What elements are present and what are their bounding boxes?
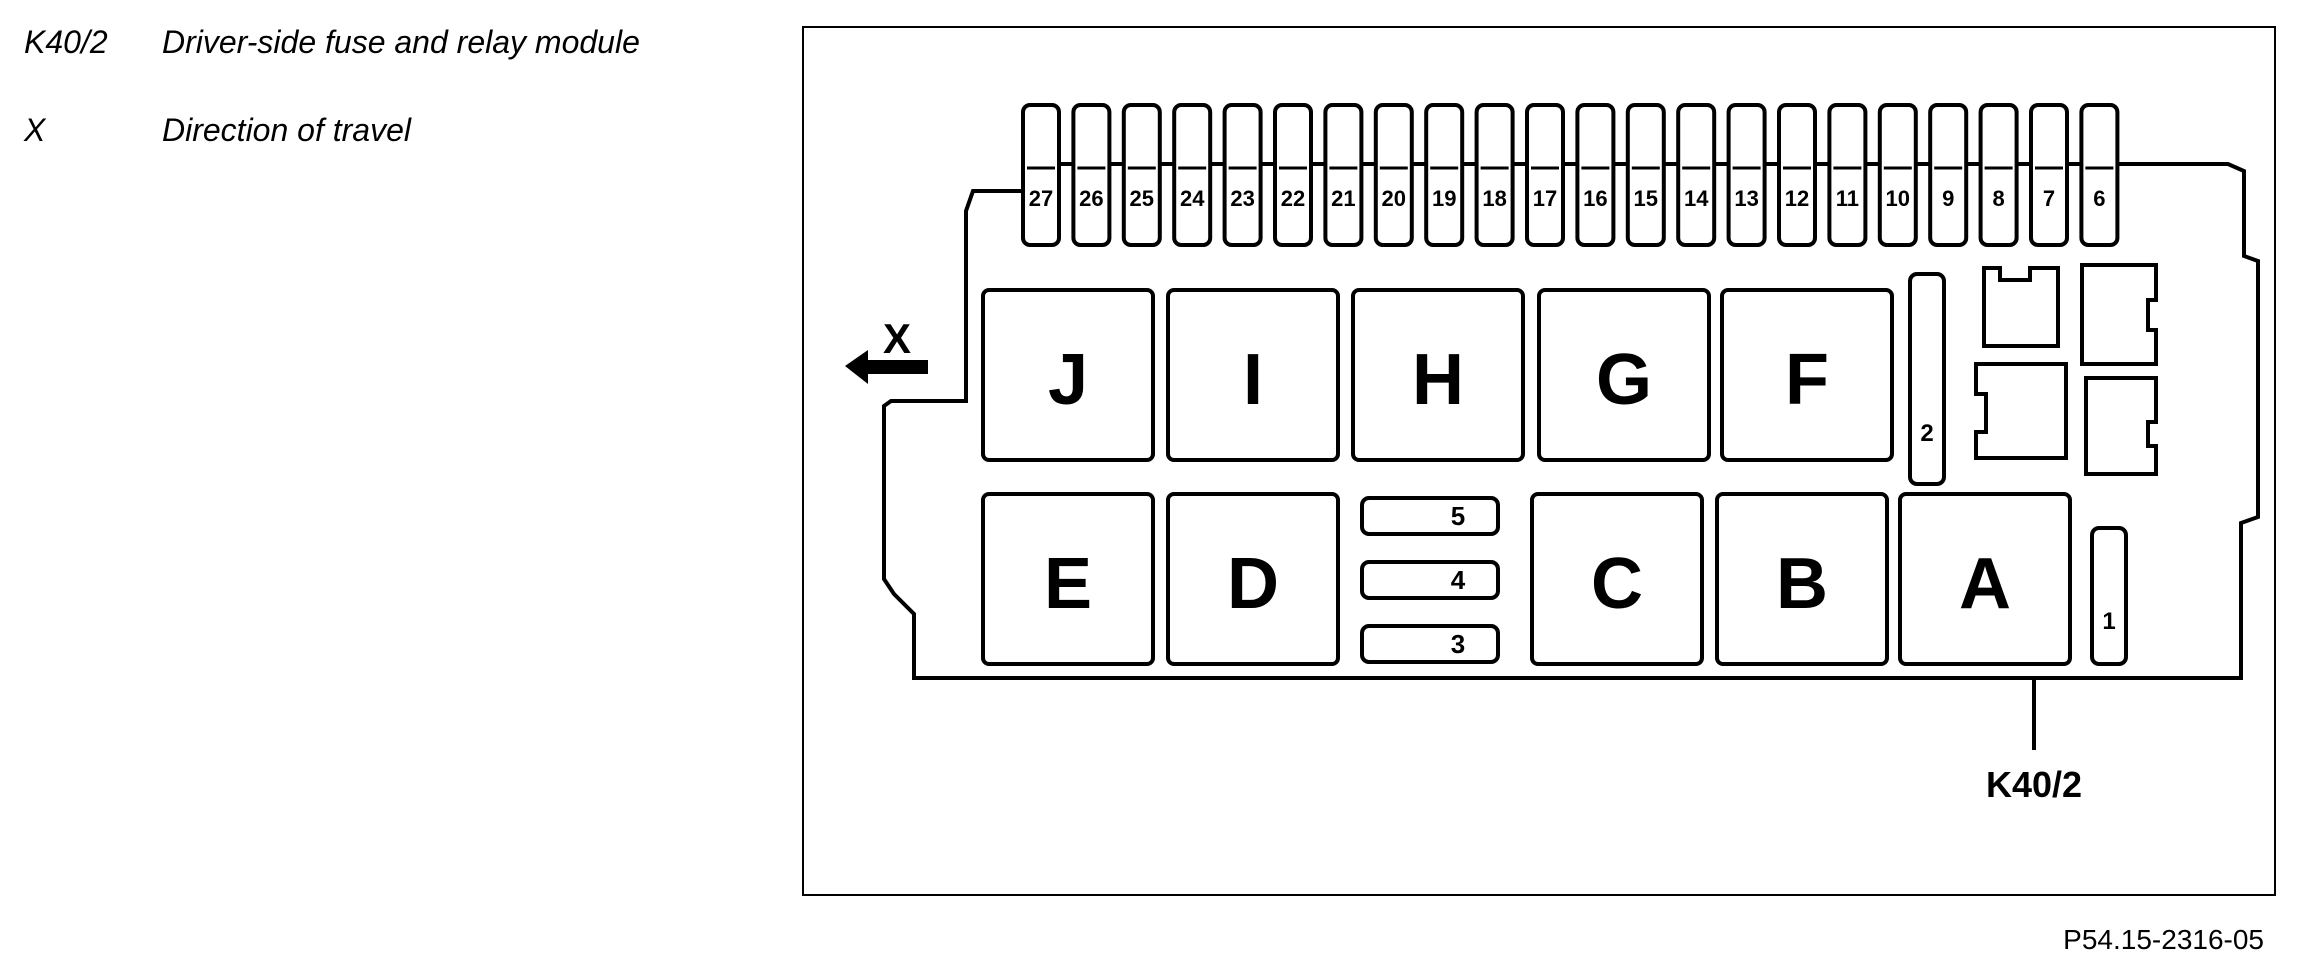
- fuse-label-2: 2: [1920, 420, 1933, 447]
- relay-label: C: [1591, 544, 1643, 624]
- fuse-slot: [1777, 103, 1817, 247]
- fuse-slot: [1928, 103, 1969, 247]
- small-fuse-label: 5: [1451, 501, 1465, 531]
- connector-socket: [2084, 376, 2158, 476]
- fuse-slot: [1323, 103, 1364, 247]
- connector-socket: [1982, 266, 2060, 348]
- fuse-label: 6: [2093, 186, 2105, 211]
- fuse-label: 16: [1583, 186, 1607, 211]
- small-fuse-label: 4: [1451, 565, 1466, 595]
- fuse-label: 18: [1482, 186, 1506, 211]
- fuse-slot-1: [2090, 526, 2128, 666]
- fuse-label-1: 1: [2102, 608, 2115, 635]
- legend-row: K40/2 Driver-side fuse and relay module: [24, 18, 640, 106]
- fuse-label: 15: [1634, 186, 1658, 211]
- relay-label: A: [1959, 544, 2011, 624]
- legend-text: Driver-side fuse and relay module: [162, 24, 640, 60]
- fuse-label: 11: [1836, 186, 1859, 211]
- relay-label: G: [1596, 340, 1652, 420]
- fuse-label: 24: [1180, 186, 1205, 211]
- fuse-slot: [1273, 103, 1313, 247]
- fuse-slot: [1474, 103, 1515, 247]
- relay-socket: [981, 492, 1155, 666]
- fuse-slot: [1676, 103, 1717, 247]
- fuse-label: 13: [1734, 186, 1758, 211]
- relay-label: F: [1785, 340, 1829, 420]
- fuse-slot: [1424, 103, 1465, 247]
- fuse-label: 14: [1684, 186, 1709, 211]
- direction-label: X: [883, 315, 911, 362]
- fuse-slot: [1222, 103, 1263, 247]
- relay-socket: [1351, 288, 1525, 462]
- fuse-slot: [1121, 103, 1162, 247]
- direction-arrow: [845, 350, 928, 384]
- relay-label: B: [1776, 544, 1828, 624]
- relay-socket: [1166, 492, 1340, 666]
- fuse-slot: [1978, 103, 2019, 247]
- legend-code: X: [24, 112, 46, 148]
- relay-socket: [1537, 288, 1711, 462]
- fuse-slot-2: [1908, 272, 1946, 486]
- relay-socket: [1530, 492, 1704, 666]
- fuse-label: 20: [1382, 186, 1406, 211]
- relay-label: J: [1048, 340, 1088, 420]
- fuse-label: 7: [2043, 186, 2055, 211]
- fuse-label: 8: [1992, 186, 2004, 211]
- fuse-label: 12: [1785, 186, 1809, 211]
- relay-label: H: [1412, 340, 1464, 420]
- figure-id: P54.15-2316-05: [2063, 924, 2264, 955]
- small-fuse-slot: [1360, 496, 1500, 536]
- connector-socket: [1974, 362, 2068, 460]
- small-fuse-label: 3: [1451, 629, 1465, 659]
- fuse-slot: [1827, 103, 1868, 247]
- relay-socket: [1715, 492, 1889, 666]
- fuse-label: 9: [1942, 186, 1954, 211]
- relay-label: D: [1227, 544, 1279, 624]
- fuse-label: 25: [1130, 186, 1154, 211]
- fuse-label: 19: [1432, 186, 1456, 211]
- fuse-slot: [1373, 103, 1414, 247]
- fuse-slot: [2029, 103, 2069, 247]
- fuse-label: 22: [1281, 186, 1305, 211]
- small-fuse-slot: [1360, 560, 1500, 600]
- fuse-label: 27: [1029, 186, 1053, 211]
- relay-label: I: [1243, 340, 1263, 420]
- fuse-label: 26: [1079, 186, 1103, 211]
- small-fuse-slot: [1360, 624, 1500, 664]
- relay-socket: [1898, 492, 2072, 666]
- fuse-slot: [1575, 103, 1616, 247]
- fuse-slot: [1525, 103, 1565, 247]
- fuse-label: 17: [1533, 186, 1557, 211]
- relay-label: E: [1044, 544, 1092, 624]
- fuse-slot: [1877, 103, 1918, 247]
- fuse-slot: [1071, 103, 1112, 247]
- legend-code: K40/2: [24, 24, 108, 60]
- relay-socket: [1720, 288, 1894, 462]
- fuse-slot: [1172, 103, 1213, 247]
- fuse-slot: [1726, 103, 1767, 247]
- fuse-label: 23: [1230, 186, 1254, 211]
- fuse-label: 21: [1331, 186, 1355, 211]
- fuse-slot: [2079, 103, 2120, 247]
- fuse-label: 10: [1886, 186, 1910, 211]
- relay-socket: [1166, 288, 1340, 462]
- relay-socket: [981, 288, 1155, 462]
- legend-row: X Direction of travel: [24, 106, 640, 194]
- module-label: K40/2: [1986, 764, 2082, 805]
- legend-text: Direction of travel: [162, 112, 411, 148]
- fuse-slot: [1021, 103, 1061, 247]
- legend: K40/2 Driver-side fuse and relay module …: [24, 18, 640, 194]
- fuse-slot: [1625, 103, 1666, 247]
- connector-socket: [2080, 263, 2158, 366]
